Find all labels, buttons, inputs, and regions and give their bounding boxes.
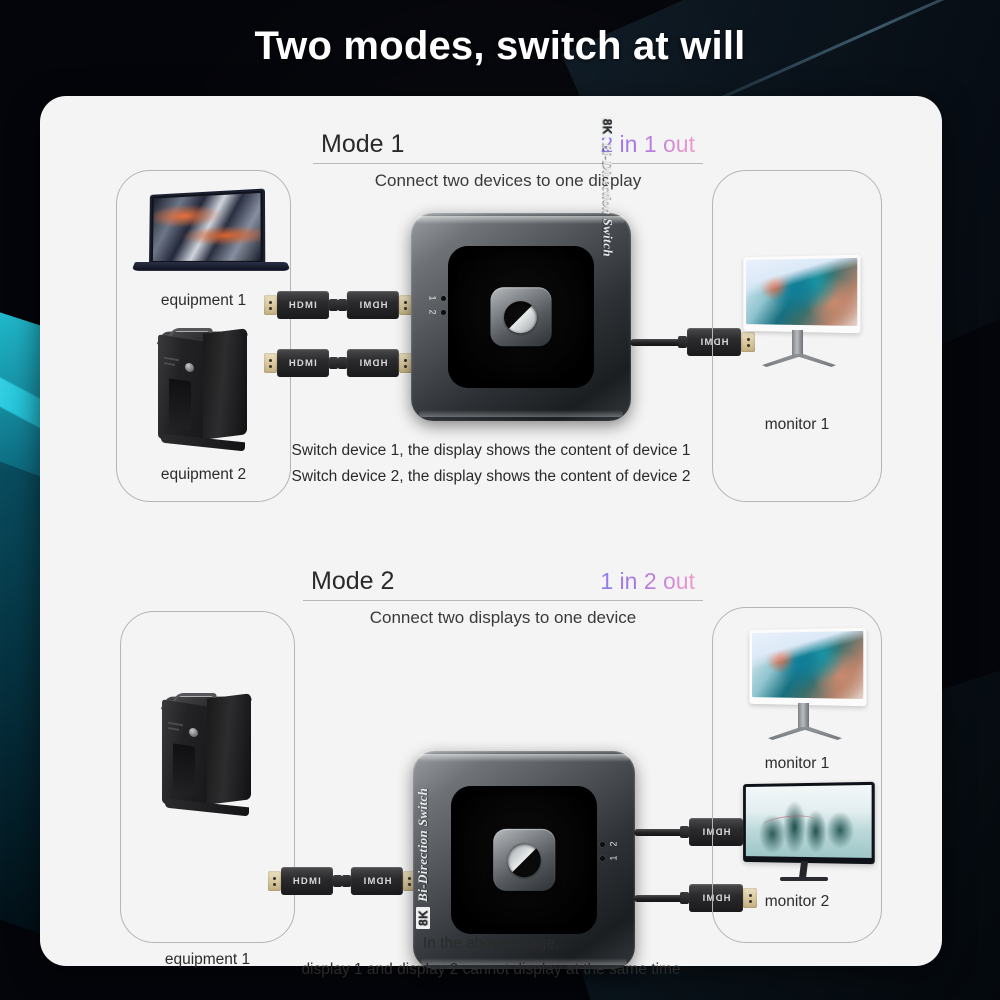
mode-1-footer-line-1: Switch device 1, the display shows the c… <box>291 442 691 459</box>
device-button-pad[interactable] <box>490 287 552 347</box>
hdmi-cable-output-2: HDMI <box>680 884 757 912</box>
device-8k-badge: 8K <box>600 115 614 138</box>
hdmi-output-wire-1 <box>634 829 688 836</box>
mode-2-header: Mode 2 1 in 2 out Connect two displays t… <box>303 567 703 628</box>
mode-2-footer: In the above usage, display 1 and displa… <box>40 931 942 983</box>
tv-icon <box>740 781 875 883</box>
content-card: Mode 1 2 in 1 out Connect two devices to… <box>40 96 942 978</box>
mode-1-sources-group <box>116 170 291 502</box>
device-8k-badge: 8K <box>416 906 430 929</box>
device-brand-text-mode-1: 8K Bi-Direction Switch <box>599 115 615 257</box>
mode-1-subtitle: Connect two devices to one display <box>374 171 642 190</box>
hdmi-plug-icon <box>743 888 757 908</box>
hdmi-plug-icon <box>268 871 282 891</box>
hdmi-plug-icon <box>402 871 416 891</box>
device-led-row: 2 <box>427 305 447 319</box>
monitor-1-label: monitor 1 <box>764 416 830 433</box>
hdmi-cable-input-2: HDMI HDMI <box>264 349 412 377</box>
led-label-2: 2 <box>427 309 438 315</box>
device-inner-recess <box>450 785 598 935</box>
led-label-2: 2 <box>608 841 619 847</box>
device-brand-name: Bi-Direction Switch <box>415 787 430 902</box>
equipment-1-label: equipment 1 <box>160 292 247 309</box>
mode-1-section: Mode 1 2 in 1 out Connect two devices to… <box>40 96 942 536</box>
mode-1-outputs-group <box>712 170 882 502</box>
hdmi-connector-label-right: HDMI <box>350 867 403 895</box>
device-inner-recess <box>448 246 594 388</box>
hdmi-connector-label-left: HDMI <box>277 349 330 377</box>
mode-1-header: Mode 1 2 in 1 out Connect two devices to… <box>313 130 703 191</box>
monitor-icon <box>746 627 867 741</box>
hdmi-output-wire-2 <box>634 895 688 902</box>
page-title: Two modes, switch at will <box>254 23 746 68</box>
device-led-indicators-mode-2: 2 1 <box>599 837 619 865</box>
mode-1-footer: Switch device 1, the display shows the c… <box>40 438 942 490</box>
device-led-row: 1 <box>427 291 447 305</box>
equipment-1-label: equipment 1 <box>164 951 251 968</box>
mode-1-title: Mode 1 <box>321 130 405 158</box>
led-label-1: 1 <box>427 295 438 301</box>
device-toggle-knob[interactable] <box>507 843 541 877</box>
hdmi-connector-label-left: HDMI <box>277 291 330 319</box>
led-dot-2 <box>441 309 447 315</box>
monitor-1-label: monitor 1 <box>764 755 830 772</box>
hdmi-connector-label-right: HDMI <box>346 291 399 319</box>
mode-2-inout-badge: 1 in 2 out <box>600 568 695 594</box>
mode-2-sources-group <box>120 611 295 943</box>
hdmi-plug-icon <box>398 353 412 373</box>
led-dot-1 <box>441 295 447 301</box>
device-brand-name: Bi-Direction Switch <box>600 142 615 257</box>
hdmi-output-wire-mode-1 <box>630 339 688 346</box>
hdmi-plug-icon <box>264 353 278 373</box>
led-label-1: 1 <box>608 855 619 861</box>
mode-2-title: Mode 2 <box>311 567 395 595</box>
device-bottom-highlight <box>419 410 623 417</box>
laptop-icon <box>131 188 291 284</box>
led-dot-2 <box>599 841 605 847</box>
hdmi-plug-icon <box>398 295 412 315</box>
device-toggle-knob[interactable] <box>504 300 538 334</box>
device-led-indicators-mode-1: 1 2 <box>427 291 447 319</box>
hdmi-cable-input-1: HDMI HDMI <box>268 867 416 895</box>
hdmi-cable-input-1: HDMI HDMI <box>264 291 412 319</box>
device-brand-text-mode-2: 8K Bi-Direction Switch <box>415 788 431 929</box>
mode-2-footer-line-2: display 1 and display 2 cannot display a… <box>301 961 681 978</box>
hdmi-connector-label-left: HDMI <box>281 867 334 895</box>
hdmi-plug-icon <box>264 295 278 315</box>
monitor-icon <box>740 254 861 368</box>
device-top-highlight <box>417 216 625 224</box>
led-dot-1 <box>599 855 605 861</box>
mode-2-outputs-group <box>712 607 882 943</box>
equipment-2-label: equipment 2 <box>160 466 247 483</box>
monitor-2-label: monitor 2 <box>764 893 830 910</box>
pc-tower-icon <box>160 693 254 817</box>
mode-1-footer-line-2: Switch device 2, the display shows the c… <box>291 468 691 485</box>
hdmi-cable-output-1: HDMI <box>678 328 755 356</box>
hdmi-switch-device-mode-2[interactable]: 8K Bi-Direction Switch 2 1 <box>413 751 635 969</box>
hdmi-plug-icon <box>741 332 755 352</box>
hdmi-switch-device-mode-1[interactable]: 8K Bi-Direction Switch 1 2 <box>411 115 631 421</box>
pc-tower-icon <box>156 328 250 452</box>
device-led-row: 2 <box>599 837 619 851</box>
device-button-pad[interactable] <box>493 828 555 892</box>
mode-2-footer-line-1: In the above usage, <box>422 935 560 952</box>
device-top-highlight <box>419 754 629 762</box>
mode-1-inout-badge: 2 in 1 out <box>600 131 695 157</box>
mode-2-section: Mode 2 1 in 2 out Connect two displays t… <box>40 533 942 978</box>
hdmi-connector-label-right: HDMI <box>346 349 399 377</box>
device-bottom-highlight <box>421 958 627 965</box>
mode-2-subtitle: Connect two displays to one device <box>369 608 637 627</box>
device-led-row: 1 <box>599 851 619 865</box>
